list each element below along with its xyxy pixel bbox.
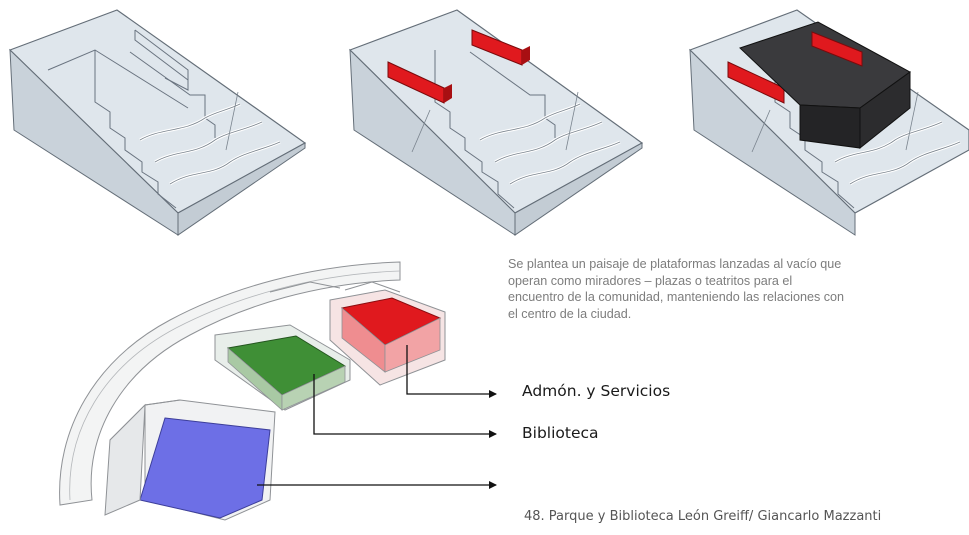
red-platform-left [727,61,785,104]
terrace-diagram-1 [8,9,307,236]
figure-caption: 48. Parque y Biblioteca León Greiff/ Gia… [524,509,882,524]
terrace-diagram-2 [348,9,644,236]
building-perspective [59,261,446,521]
red-platform-top [811,31,863,67]
description-line: Se plantea un paisaje de plataformas lan… [508,257,842,271]
blue-volume [139,417,271,519]
leader-library [313,374,497,438]
leader-admin [406,345,497,398]
description-line: operan como miradores – plazas o teatrit… [508,273,793,288]
description-line: el centro de la ciudad. [508,306,632,321]
label-admin-services: Admón. y Servicios [522,382,671,400]
terrace-diagram-3 [688,9,969,236]
description-text: Se plantea un paisaje de plataformas lan… [508,256,964,322]
description-line: encuentro de la comunidad, manteniendo l… [508,290,845,304]
label-library: Biblioteca [522,424,599,442]
